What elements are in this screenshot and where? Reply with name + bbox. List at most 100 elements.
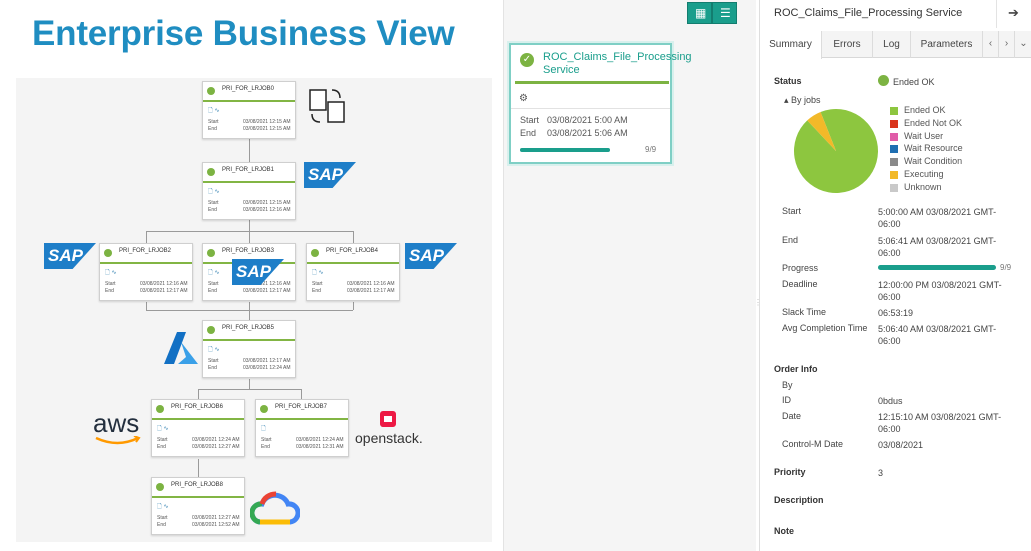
list-view-button[interactable]: ☰ xyxy=(712,2,737,24)
slide-title: Enterprise Business View xyxy=(32,14,455,53)
job-type-icons: 🗋 xyxy=(261,426,266,432)
tab-summary[interactable]: Summary xyxy=(760,31,822,59)
sap-logo: SAP xyxy=(44,243,96,269)
pie-slice xyxy=(807,111,836,151)
end-label: End xyxy=(208,365,217,371)
ok-check-icon xyxy=(207,326,215,334)
job-name: PRI_FOR_LRJOB1 xyxy=(222,167,275,173)
id-label: ID xyxy=(782,395,791,405)
ok-check-icon xyxy=(878,75,889,86)
start-label: Start xyxy=(261,437,272,443)
jobs-pie-chart xyxy=(794,109,878,193)
job-card[interactable]: PRI_FOR_LRJOB5 🗋 ∿ Start 03/08/2021 12:17… xyxy=(202,320,296,378)
job-start: 03/08/2021 12:27 AM xyxy=(192,515,240,521)
job-start: 03/08/2021 12:24 AM xyxy=(192,437,240,443)
file-transfer-icon xyxy=(309,89,345,123)
aws-logo: aws xyxy=(93,408,140,438)
chevron-right-icon[interactable]: › xyxy=(999,31,1015,58)
service-card[interactable]: ✓ ROC_Claims_File_Processing Service ⚙ S… xyxy=(509,43,692,164)
tab-errors[interactable]: Errors xyxy=(822,31,873,58)
chevron-down-icon[interactable]: ⌄ xyxy=(1019,38,1028,49)
by-jobs-toggle[interactable]: ▴ By jobs xyxy=(784,95,821,105)
job-name: PRI_FOR_LRJOB5 xyxy=(222,325,275,331)
job-card[interactable]: PRI_FOR_LRJOB0 🗋 ∿ Start 03/08/2021 12:15… xyxy=(202,81,296,139)
legend-swatch xyxy=(890,158,898,167)
legend-label: Ended Not OK xyxy=(904,117,963,128)
job-start: 03/08/2021 12:17 AM xyxy=(243,358,291,364)
job-end: 03/08/2021 12:24 AM xyxy=(243,365,291,371)
grid-view-button[interactable]: ▦ xyxy=(687,2,712,24)
google-cloud-logo xyxy=(250,491,300,525)
end-label: End xyxy=(157,444,166,450)
note-label: Note xyxy=(774,526,794,536)
priority-label: Priority xyxy=(774,467,806,477)
job-type-icons: 🗋 ∿ xyxy=(208,347,220,353)
ok-check-icon: ✓ xyxy=(520,53,534,67)
by-jobs-label: By jobs xyxy=(791,95,821,105)
service-name: ROC_Claims_File_Processing Service xyxy=(543,51,692,76)
ok-check-icon xyxy=(260,405,268,413)
openstack-logo: openstack. xyxy=(355,430,423,446)
end-label: End xyxy=(208,288,217,294)
close-pane-arrow-icon[interactable]: ➔ xyxy=(1008,5,1019,20)
sap-logo: SAP xyxy=(304,162,356,188)
ok-check-icon xyxy=(156,405,164,413)
control-m-date-label: Control-M Date xyxy=(782,439,844,449)
job-type-icons: 🗋 ∿ xyxy=(208,189,220,195)
business-view-slide: Enterprise Business View PRI_FOR_LRJOB0 … xyxy=(0,0,503,551)
job-end: 03/08/2021 12:52 AM xyxy=(192,522,240,528)
start-label: Start xyxy=(105,281,116,287)
start-label: Start xyxy=(208,200,219,206)
job-name: PRI_FOR_LRJOB0 xyxy=(222,86,275,92)
job-card[interactable]: PRI_FOR_LRJOB1 🗋 ∿ Start 03/08/2021 12:15… xyxy=(202,162,296,220)
job-name: PRI_FOR_LRJOB4 xyxy=(326,248,379,254)
sap-logo: SAP xyxy=(405,243,457,269)
workflow-diagram: PRI_FOR_LRJOB0 🗋 ∿ Start 03/08/2021 12:15… xyxy=(16,78,492,542)
job-start: 03/08/2021 12:15 AM xyxy=(243,200,291,206)
start-label: Start xyxy=(782,206,802,216)
legend-swatch xyxy=(890,107,898,115)
job-name: PRI_FOR_LRJOB2 xyxy=(119,248,172,254)
start-label: Start xyxy=(157,437,168,443)
control-m-date-value: 03/08/2021 xyxy=(878,440,924,450)
end-label: End xyxy=(208,207,217,213)
priority-value: 3 xyxy=(878,468,884,478)
slack-time-value: 06:53:19 xyxy=(878,308,914,318)
progress-label: Progress xyxy=(782,263,819,273)
tab-log[interactable]: Log xyxy=(873,31,911,58)
legend-label: Executing xyxy=(904,168,944,179)
progress-fill xyxy=(878,265,996,270)
service-end: 03/08/2021 5:06 AM xyxy=(547,128,628,138)
ok-check-icon xyxy=(156,483,164,491)
end-value: 5:06:41 AM 03/08/2021 GMT-06:00 xyxy=(878,236,997,258)
legend-swatch xyxy=(890,170,898,179)
legend-swatch xyxy=(890,119,898,128)
ok-check-icon xyxy=(207,168,215,176)
tab-parameters[interactable]: Parameters xyxy=(911,31,983,58)
start-label: Start xyxy=(208,119,219,125)
avg-completion-value: 5:06:40 AM 03/08/2021 GMT-06:00 xyxy=(878,324,997,346)
by-label: By xyxy=(782,380,793,390)
view-toggle: ▦ ☰ xyxy=(687,2,738,24)
job-start: 03/08/2021 12:15 AM xyxy=(243,119,291,125)
chevron-left-icon[interactable]: ‹ xyxy=(983,31,999,58)
services-canvas[interactable]: ▦ ☰ ✓ ROC_Claims_File_Processing Service… xyxy=(503,0,756,551)
end-label: End xyxy=(312,288,321,294)
job-end: 03/08/2021 12:15 AM xyxy=(243,126,291,132)
deadline-value: 12:00:00 PM 03/08/2021 GMT-06:00 xyxy=(878,280,1002,302)
splitter-handle[interactable]: ⋮ xyxy=(754,298,762,307)
job-type-icons: 🗋 ∿ xyxy=(105,270,117,276)
progress-count: 9/9 xyxy=(1000,263,1012,272)
job-type-icons: 🗋 ∿ xyxy=(312,270,324,276)
start-label: Start xyxy=(208,358,219,364)
avg-completion-label: Avg Completion Time xyxy=(782,323,868,333)
job-end: 03/08/2021 12:31 AM xyxy=(296,444,344,450)
start-label: Start xyxy=(157,515,168,521)
job-type-icons: 🗋 ∿ xyxy=(208,108,220,114)
legend-swatch xyxy=(890,183,898,192)
